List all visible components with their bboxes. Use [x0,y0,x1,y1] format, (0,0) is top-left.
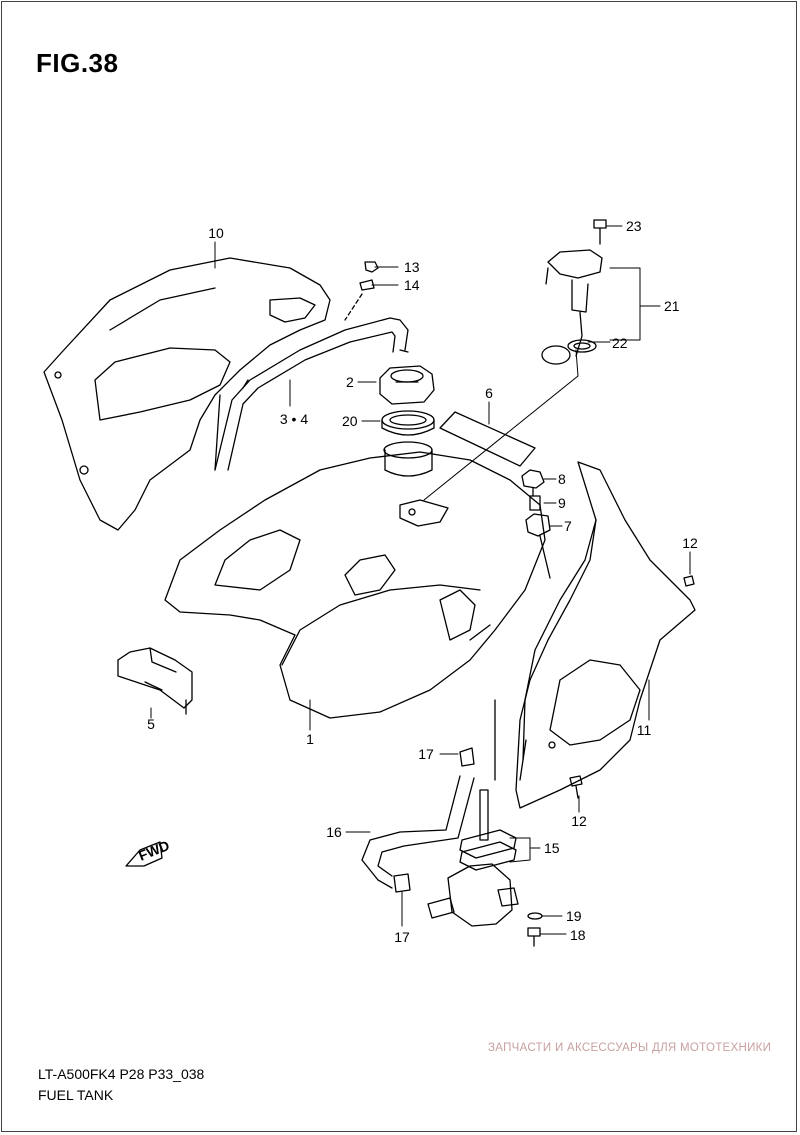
callout-2: 2 [346,374,354,390]
callout-10: 10 [208,225,224,241]
callout-1: 1 [306,731,314,747]
part-20-cap-gasket [381,410,435,436]
model-code: LT-A500FK4 P28 P33_038 [38,1066,205,1082]
part-12-screw-lower [569,775,583,799]
callout-18: 18 [570,927,586,943]
callout-5: 5 [147,716,155,732]
leader-lines [150,225,691,935]
callout-3-4: 3 • 4 [280,411,308,427]
callout-21: 21 [664,298,680,314]
part-19-washer [527,912,543,920]
callout-14: 14 [404,277,420,293]
part-6-caution-label [439,411,536,467]
part-16-fuel-hose [361,775,475,889]
callout-15: 15 [544,840,560,856]
part-11-right-side-cover [515,461,696,809]
callout-12-lower: 12 [571,813,587,829]
forward-direction-arrow: FWD [125,837,172,867]
part-15-fuel-valve [427,789,519,927]
callout-labels: 10 13 14 2 3 • 4 20 6 23 21 22 8 9 7 12 … [147,218,698,945]
callout-16: 16 [326,824,342,840]
section-name: FUEL TANK [38,1087,114,1103]
part-13-clip [364,261,379,273]
callout-8: 8 [558,471,566,487]
figure-title: FIG.38 [36,48,119,78]
callout-13: 13 [404,259,420,275]
watermark-tagline: ЗАПЧАСТИ И АКСЕССУАРЫ ДЛЯ МОТОТЕХНИКИ [488,1042,772,1054]
part-18-bolt [527,927,541,947]
part-12-screw-upper [683,575,695,587]
part-14-grommet [344,279,375,321]
part-1-fuel-tank [164,441,546,781]
callout-19: 19 [566,908,582,924]
part-23-bolt [593,219,607,245]
callout-23: 23 [626,218,642,234]
part-17-clamp-lower [393,873,411,893]
callout-6: 6 [485,385,493,401]
callout-9: 9 [558,495,566,511]
callout-22: 22 [612,335,628,351]
callout-12-upper: 12 [682,535,698,551]
part-9-collar [529,495,541,511]
callout-11: 11 [637,722,652,738]
part-5-bracket [117,647,193,715]
part-2-fuel-cap [379,365,435,405]
callout-17-lower: 17 [394,929,410,945]
callout-7: 7 [564,518,572,534]
callout-20: 20 [342,413,358,429]
part-7-cushion [525,513,551,579]
part-10-left-side-cover [43,257,331,531]
part-22-gauge-gasket [567,339,597,353]
part-17-clamp-upper [459,747,475,767]
callout-17-upper: 17 [418,746,434,762]
part-8-bolt [521,469,545,497]
part-3-4-breather-hoses [214,317,409,471]
